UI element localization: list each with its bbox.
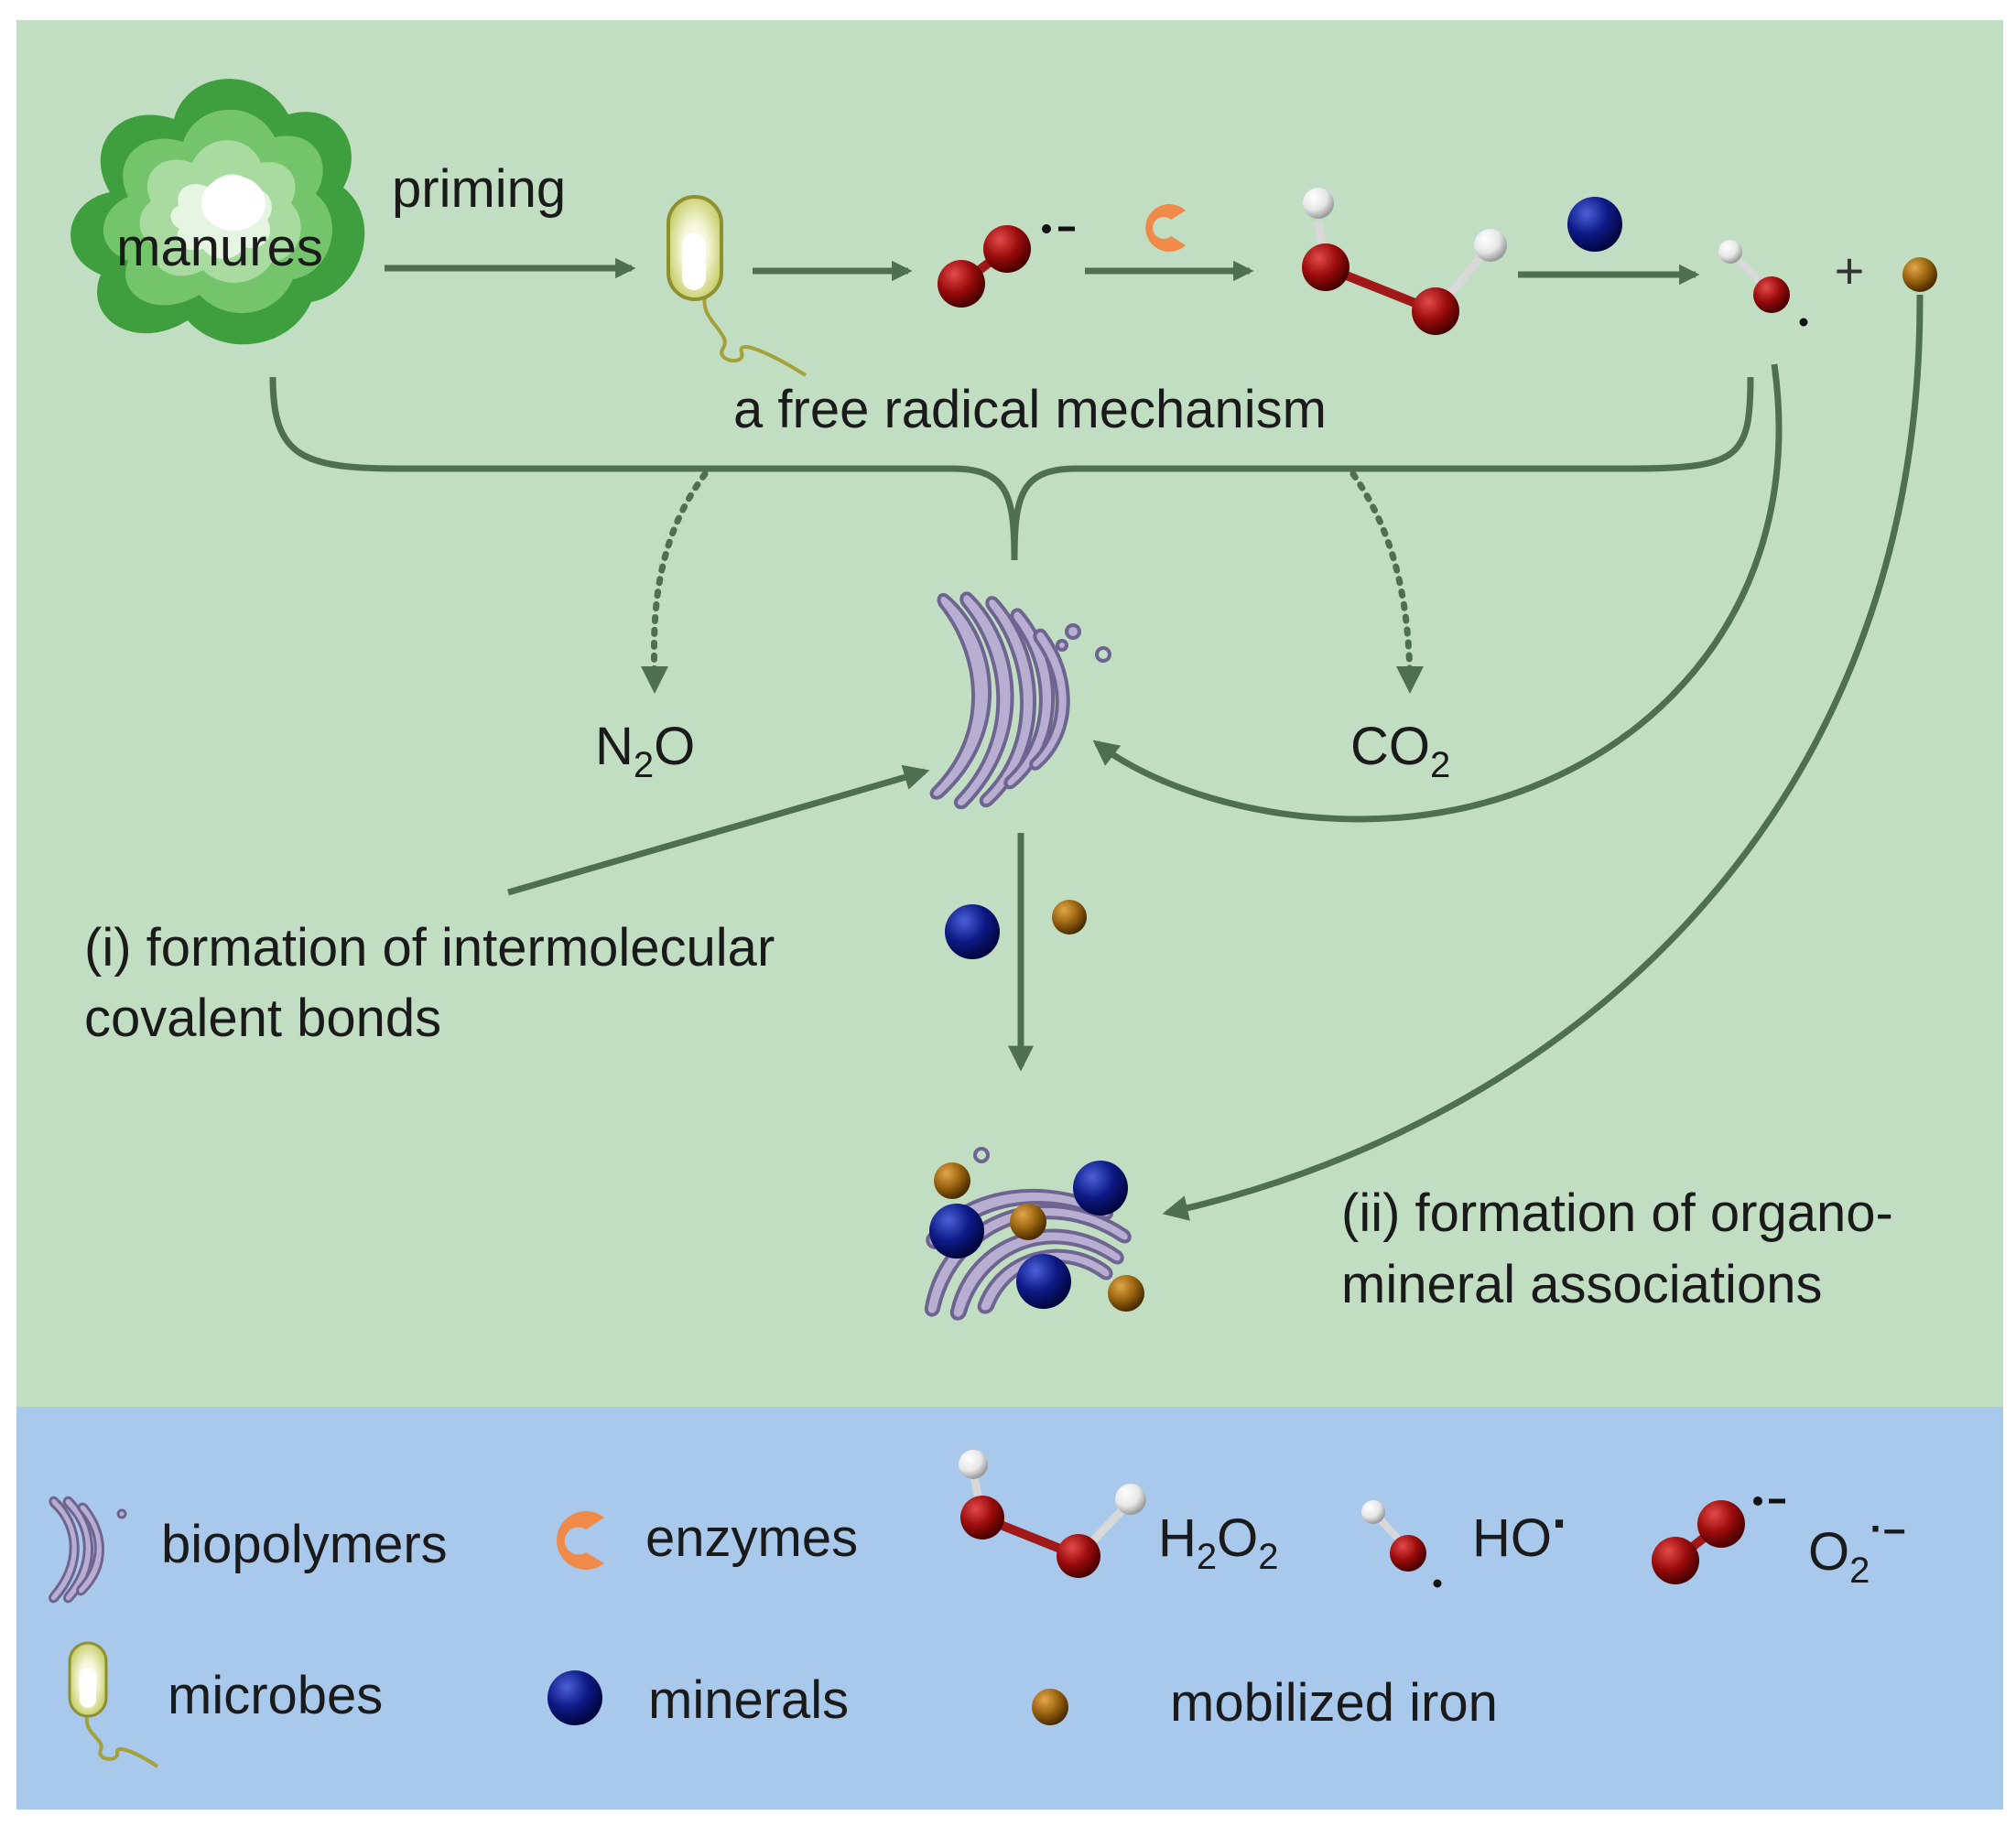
legend-microbe-icon [68,1641,159,1768]
legend-h2o2-label: H2O2 [1158,1508,1279,1577]
pathway-i-line2: covalent bonds [84,989,441,1048]
legend-h2o2-h: H [1158,1508,1197,1568]
co2-dotted-arrow [1349,470,1414,679]
n2o-label: N2O [595,717,695,785]
legend-mobilized-iron-label: mobilized iron [1170,1673,1498,1733]
microbe-icon [667,195,807,377]
n2o-arrowhead [641,666,668,694]
legend-biopolymer-icon [49,1496,127,1604]
n2o-main: N [595,717,634,776]
pathway-ii-line1: (ii) formation of organo- [1341,1183,1893,1243]
legend-ho-dot: · [1552,1494,1569,1553]
legend-biopolymers-label: biopolymers [161,1515,448,1574]
hydroxyl-radical-icon [1718,240,1808,327]
iron-particle-icon [1052,900,1087,935]
mechanism-brace [269,376,1754,561]
n2o-tail: O [654,717,695,776]
co2-label: CO2 [1350,717,1450,785]
legend-panel [16,1407,2003,1810]
legend-minerals-label: minerals [648,1670,849,1730]
manures-cloud-icon [70,79,365,345]
legend-superoxide-icon [1652,1496,1785,1584]
enzyme-icon [1145,204,1186,252]
plus-sign: + [1835,242,1865,299]
superoxide-molecule-icon [938,224,1075,308]
pathway-i-line1: (i) formation of intermolecular [84,918,775,978]
radical-return-arrow [1092,363,1783,823]
mineral-catalyst-icon [1567,197,1622,252]
mobilized-iron-icon-top [1902,257,1937,292]
pathway-i-arrow [507,764,930,896]
co2-subscript: 2 [1430,745,1450,785]
legend-microbes-label: microbes [168,1666,383,1725]
legend-mineral-icon [547,1670,602,1725]
legend-superoxide-o: O [1808,1522,1849,1582]
legend-ho-label: HO· [1472,1494,1569,1568]
legend-h2o2-icon [959,1450,1146,1578]
iron-to-association-arrow [1162,294,1924,1221]
legend-h2o2-o: O [1217,1508,1258,1568]
n2o-subscript: 2 [634,745,654,785]
legend-ho-text: HO [1472,1508,1552,1568]
co2-arrowhead [1396,666,1424,694]
legend-enzymes-label: enzymes [645,1508,858,1568]
legend-h2o2-o-sub: 2 [1258,1537,1278,1577]
legend-superoxide-charge: ·– [1870,1507,1905,1551]
mechanism-label: a free radical mechanism [733,380,1327,439]
legend-superoxide-label: O2·– [1808,1507,1906,1591]
legend-iron-icon [1032,1689,1068,1725]
mineral-particle-icon [945,904,1000,959]
legend-superoxide-sub: 2 [1849,1550,1870,1591]
pathway-ii-line2: mineral associations [1341,1255,1822,1314]
legend-hydroxyl-icon [1361,1500,1442,1588]
co2-main: CO [1350,717,1430,776]
biopolymer-icon [929,591,1111,810]
manures-label: manures [116,218,323,277]
organo-mineral-association-icon [924,1147,1144,1321]
legend-h2o2-h-sub: 2 [1197,1537,1217,1577]
h2o2-molecule-icon [1302,188,1507,335]
legend-enzyme-icon [557,1511,604,1570]
priming-label: priming [392,159,566,219]
n2o-dotted-arrow [650,470,709,679]
